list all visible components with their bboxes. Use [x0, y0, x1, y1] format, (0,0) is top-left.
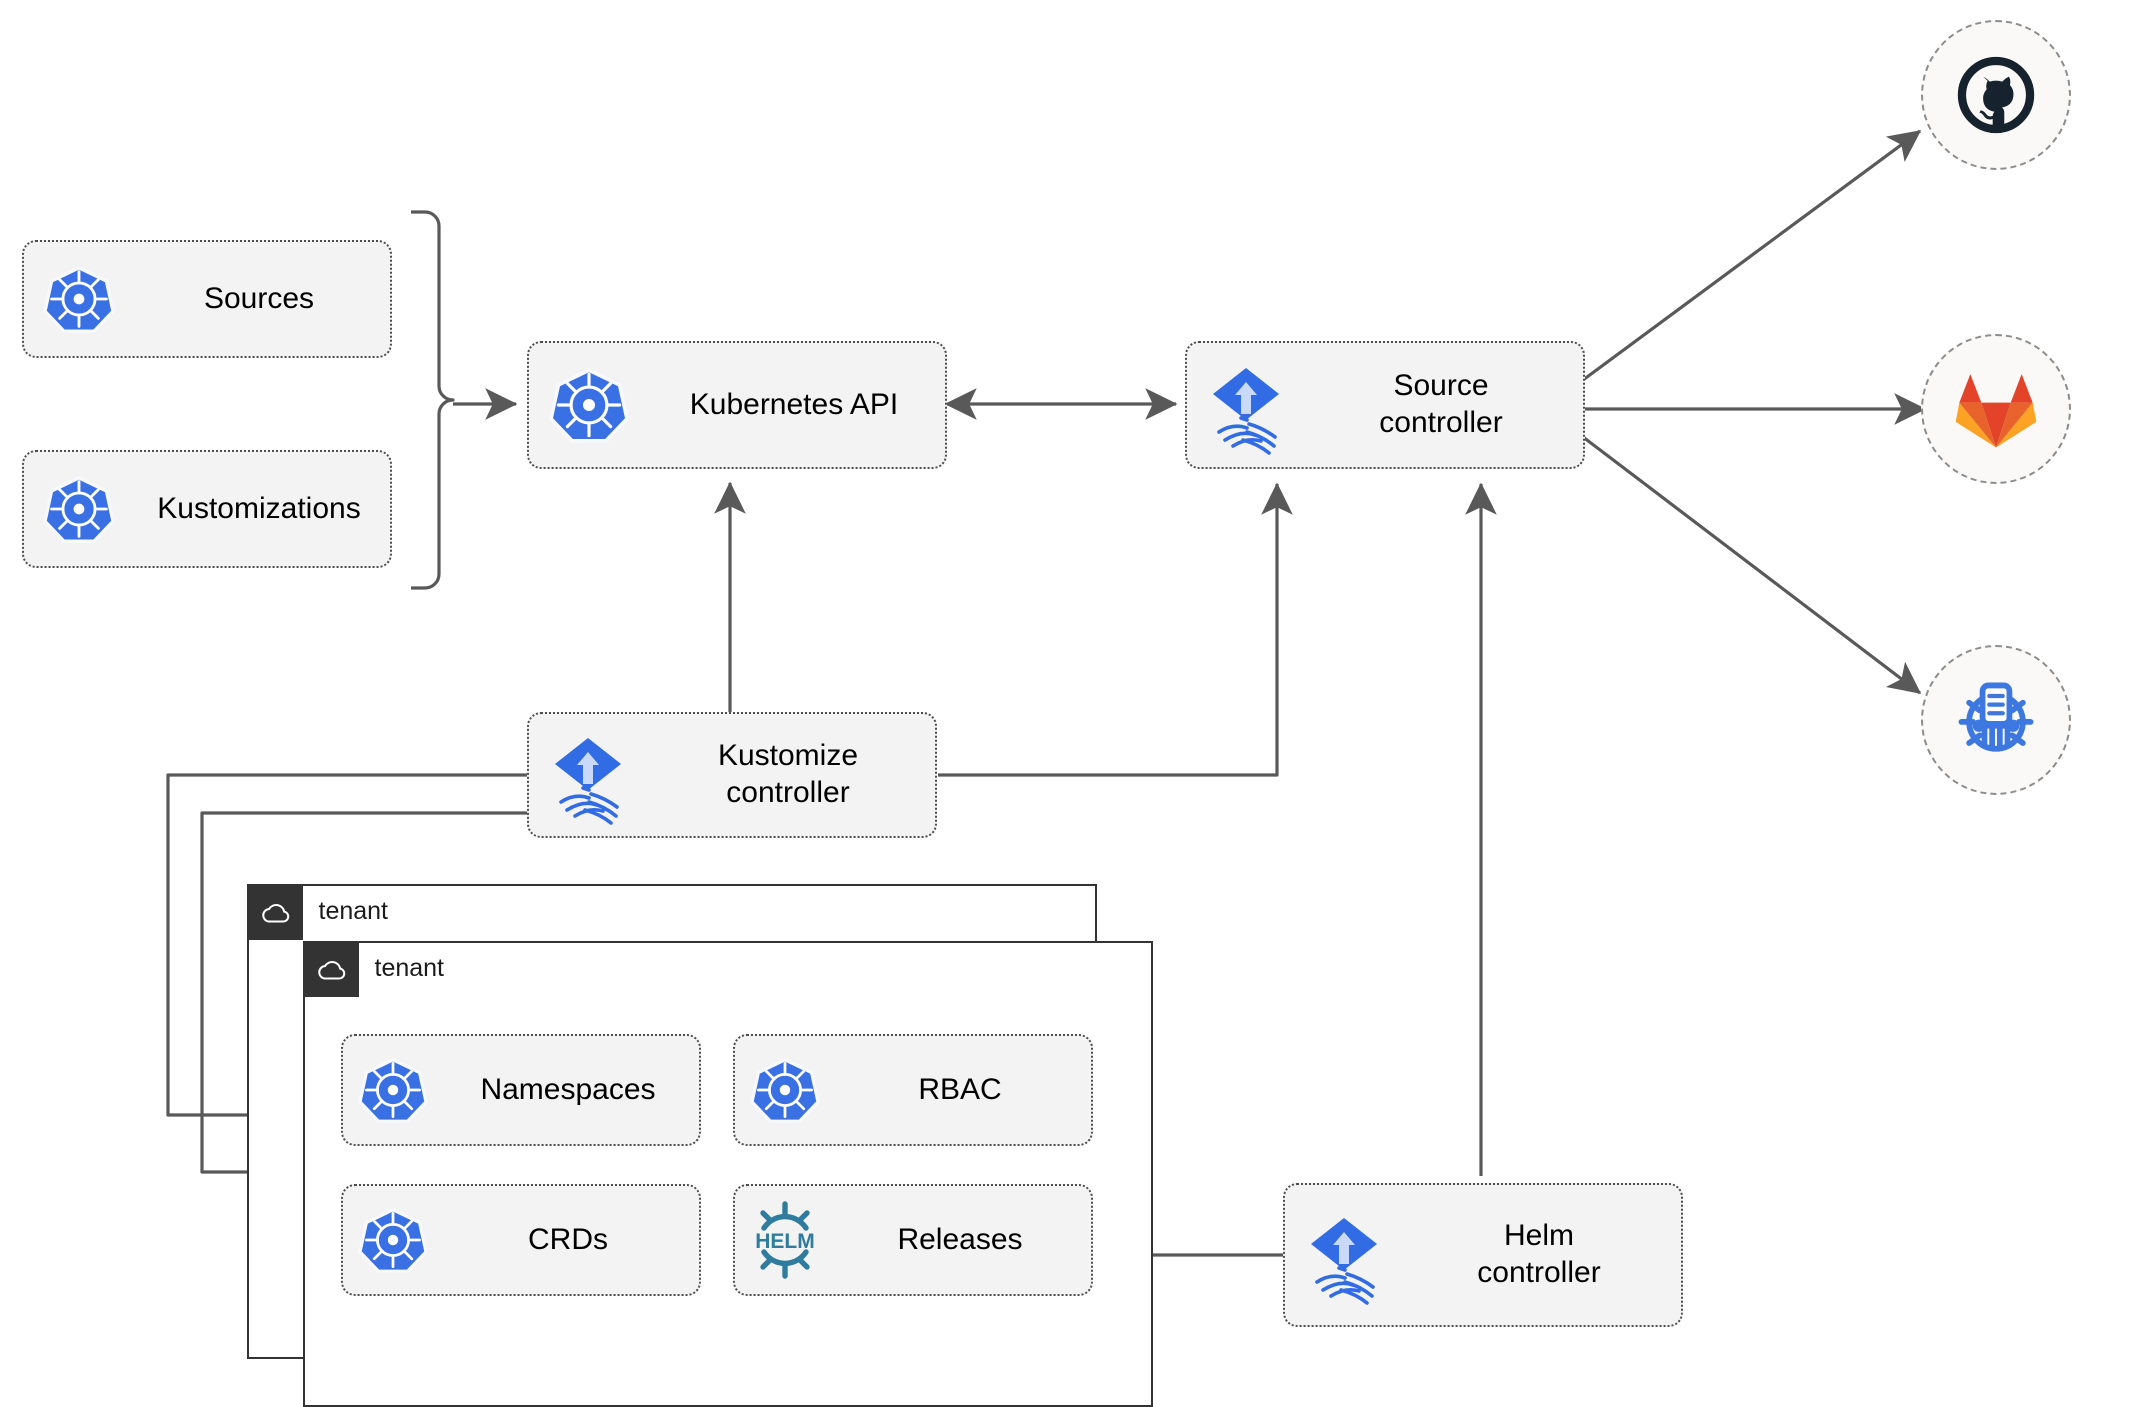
- node-label: Source controller: [1379, 369, 1503, 439]
- node-rbac[interactable]: RBAC: [733, 1034, 1093, 1146]
- node-crds[interactable]: CRDs: [341, 1184, 701, 1296]
- node-namespaces[interactable]: Namespaces: [341, 1034, 701, 1146]
- node-source-controller[interactable]: Source controller: [1185, 341, 1585, 469]
- external-helm-repository[interactable]: [1921, 645, 2071, 795]
- node-label: Kubernetes API: [689, 387, 899, 421]
- cloud-icon: [246, 883, 303, 940]
- node-releases[interactable]: HELM Releases: [733, 1184, 1093, 1296]
- tenant-label-back: tenant: [318, 897, 389, 925]
- kubernetes-icon: [24, 475, 134, 543]
- node-sources[interactable]: Sources: [22, 240, 392, 358]
- node-label: Releases: [897, 1222, 1023, 1256]
- node-kustomize-controller[interactable]: Kustomize controller: [527, 712, 937, 838]
- kubernetes-icon: [343, 1207, 443, 1273]
- node-label: Kustomize controller: [717, 739, 859, 809]
- node-label: CRDs: [528, 1222, 608, 1256]
- node-label: Namespaces: [480, 1072, 656, 1106]
- gitlab-icon: [1955, 374, 2037, 448]
- svg-text:HELM: HELM: [755, 1230, 815, 1253]
- node-label: RBAC: [918, 1072, 1002, 1106]
- node-kubernetes-api[interactable]: Kubernetes API: [527, 341, 947, 469]
- node-label: Helm controller: [1477, 1219, 1601, 1289]
- tenant-header-front: tenant: [302, 940, 445, 997]
- tenant-header-back: tenant: [246, 883, 389, 940]
- flux-icon: [1187, 362, 1305, 455]
- flux-icon: [1285, 1212, 1403, 1305]
- tenant-label-front: tenant: [374, 954, 445, 982]
- node-kustomizations[interactable]: Kustomizations: [22, 450, 392, 568]
- cloud-icon: [302, 940, 359, 997]
- tenant-container-front: tenant: [302, 940, 1153, 1407]
- kubernetes-icon: [735, 1057, 835, 1123]
- helm-icon: HELM: [735, 1201, 835, 1279]
- external-gitlab[interactable]: [1921, 334, 2071, 484]
- kubernetes-icon: [343, 1057, 443, 1123]
- flux-icon: [529, 732, 647, 825]
- github-icon: [1957, 56, 2035, 134]
- kubernetes-icon: [24, 265, 134, 333]
- node-label: Kustomizations: [157, 491, 361, 525]
- node-helm-controller[interactable]: Helm controller: [1283, 1183, 1683, 1327]
- helm-repository-icon: [1958, 682, 2034, 752]
- external-github[interactable]: [1921, 20, 2071, 170]
- kubernetes-icon: [529, 367, 649, 443]
- node-label: Sources: [203, 281, 315, 315]
